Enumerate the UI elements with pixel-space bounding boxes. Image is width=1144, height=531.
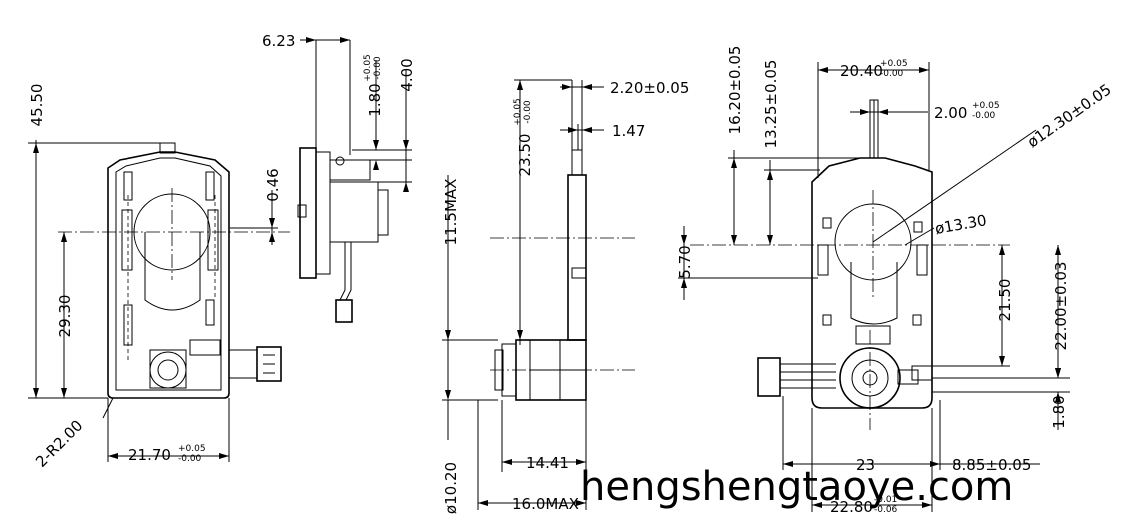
dim-flange: 1.80 [366, 83, 384, 116]
dim-bottom-width-tol-low: -0.06 [874, 505, 898, 515]
dim-height-b-tol-up: +0.05 [513, 98, 523, 126]
dim-bottom-width-tol-up: -0.01 [874, 495, 897, 505]
dim-lower-height: 29.30 [56, 295, 74, 338]
dim-height-d: 22.00±0.03 [1052, 262, 1070, 351]
dim-height-b: 23.50 [516, 134, 534, 177]
dim-hub: ø13.30 [934, 211, 988, 238]
dim-width-front: 21.70 [128, 446, 171, 464]
dim-width-rear-tol-low: -0.00 [880, 69, 904, 79]
dim-edge-offset: 8.85±0.05 [952, 456, 1031, 474]
dim-shaft-offset: 0.46 [264, 168, 282, 201]
dim-flange-tol-low: -0.00 [373, 56, 383, 80]
dim-max-height: 11.5MAX [442, 179, 460, 246]
dim-diameter-b: ø10.20 [442, 462, 460, 514]
dim-width-rear-tol-up: +0.05 [880, 59, 908, 69]
side-view-a: 6.23 1.80 +0.05 -0.00 4.00 [262, 32, 416, 323]
dim-width-front-tol-low: -0.00 [178, 454, 202, 464]
dim-height-b-rear: 13.25±0.05 [762, 60, 780, 149]
dim-height-a: 16.20±0.05 [726, 46, 744, 135]
side-view-b: 2.20±0.05 1.47 23.50 +0.05 -0.00 11.5MAX… [442, 79, 689, 514]
dim-shaft-tol-up: +0.05 [972, 101, 1000, 111]
dim-width-front-tol-up: +0.05 [178, 444, 206, 454]
dim-flange-height: 4.00 [398, 58, 416, 91]
dim-top-offset: 6.23 [262, 32, 295, 50]
watermark-text: hengshengtaoye.com [580, 464, 1013, 510]
dim-flange-tol-up: +0.05 [363, 54, 373, 82]
dim-height-c: 21.50 [996, 279, 1014, 322]
dim-shaft-tol-low: -0.00 [972, 111, 996, 121]
dim-bore: ø12.30±0.05 [1024, 80, 1115, 151]
dim-overall-height: 45.50 [28, 84, 46, 127]
dim-depth: 14.41 [526, 454, 569, 472]
front-view: 45.50 29.30 0.46 2-R2.00 21.70 +0.05 -0.… [28, 84, 290, 471]
dim-width-rear: 20.40 [840, 62, 883, 80]
dim-shaft-step: 1.47 [612, 122, 645, 140]
dim-corner-radius: 2-R2.00 [32, 417, 86, 471]
rear-view: 16.20±0.05 13.25±0.05 20.40 +0.05 -0.00 … [676, 46, 1115, 516]
dim-max-depth: 16.0MAX [512, 495, 579, 513]
dim-thickness: 2.20±0.05 [610, 79, 689, 97]
dim-offset-v: 5.70 [676, 245, 694, 278]
dim-foot-offset: 1.80 [1050, 395, 1068, 428]
dim-bottom-width: 22.80 [830, 498, 873, 516]
dim-shaft: 2.00 [934, 104, 967, 122]
dim-height-b-tol-low: -0.00 [523, 100, 533, 124]
dim-spacing: 23 [856, 456, 875, 474]
